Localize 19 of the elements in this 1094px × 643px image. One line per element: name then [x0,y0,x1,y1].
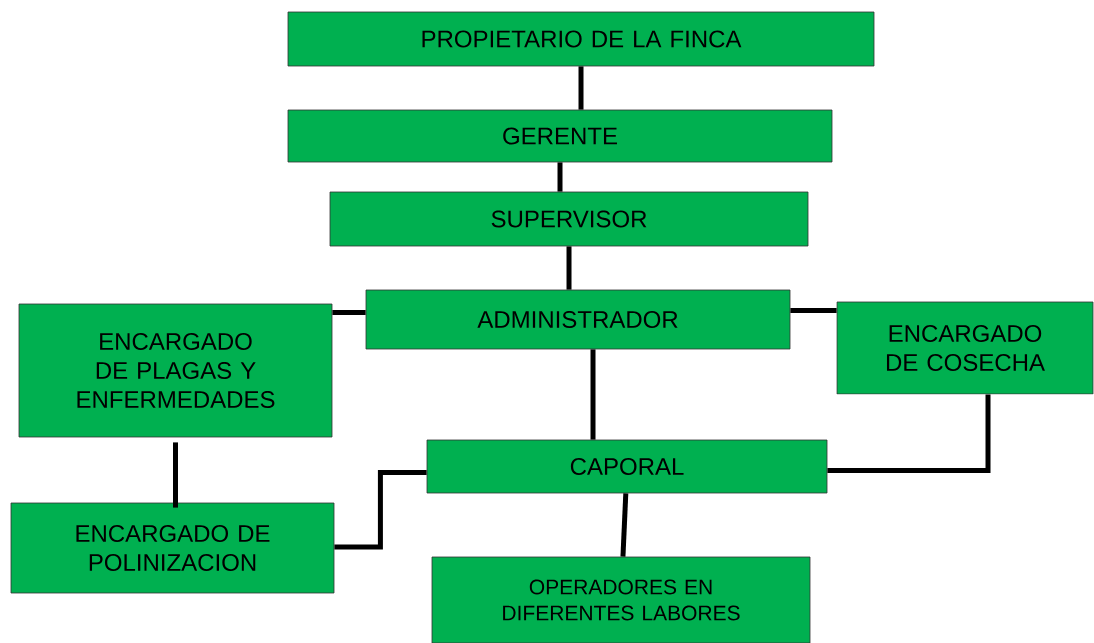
connector-line [790,308,837,313]
connector-line [590,349,596,440]
org-box: CAPORAL [426,439,828,494]
org-box: SUPERVISOR [329,191,809,247]
org-box: ENCARGADO DE PLAGAS Y ENFERMEDADES [18,303,333,438]
org-box: ENCARGADO DE POLINIZACION [10,502,335,594]
org-box: ENCARGADO DE COSECHA [836,301,1094,395]
org-box: OPERADORES EN DIFERENTES LABORES [431,556,811,643]
connector-line [578,66,584,110]
org-box: PROPIETARIO DE LA FINCA [287,11,875,67]
org-box: ADMINISTRADOR [365,289,791,350]
connector-line [173,442,178,508]
connector-line [827,394,991,473]
connector-line [334,470,427,550]
connector-line [566,246,572,290]
connector-line [332,310,366,315]
connector-line [620,493,629,557]
org-box: GERENTE [287,109,833,163]
connector-line [557,162,563,192]
